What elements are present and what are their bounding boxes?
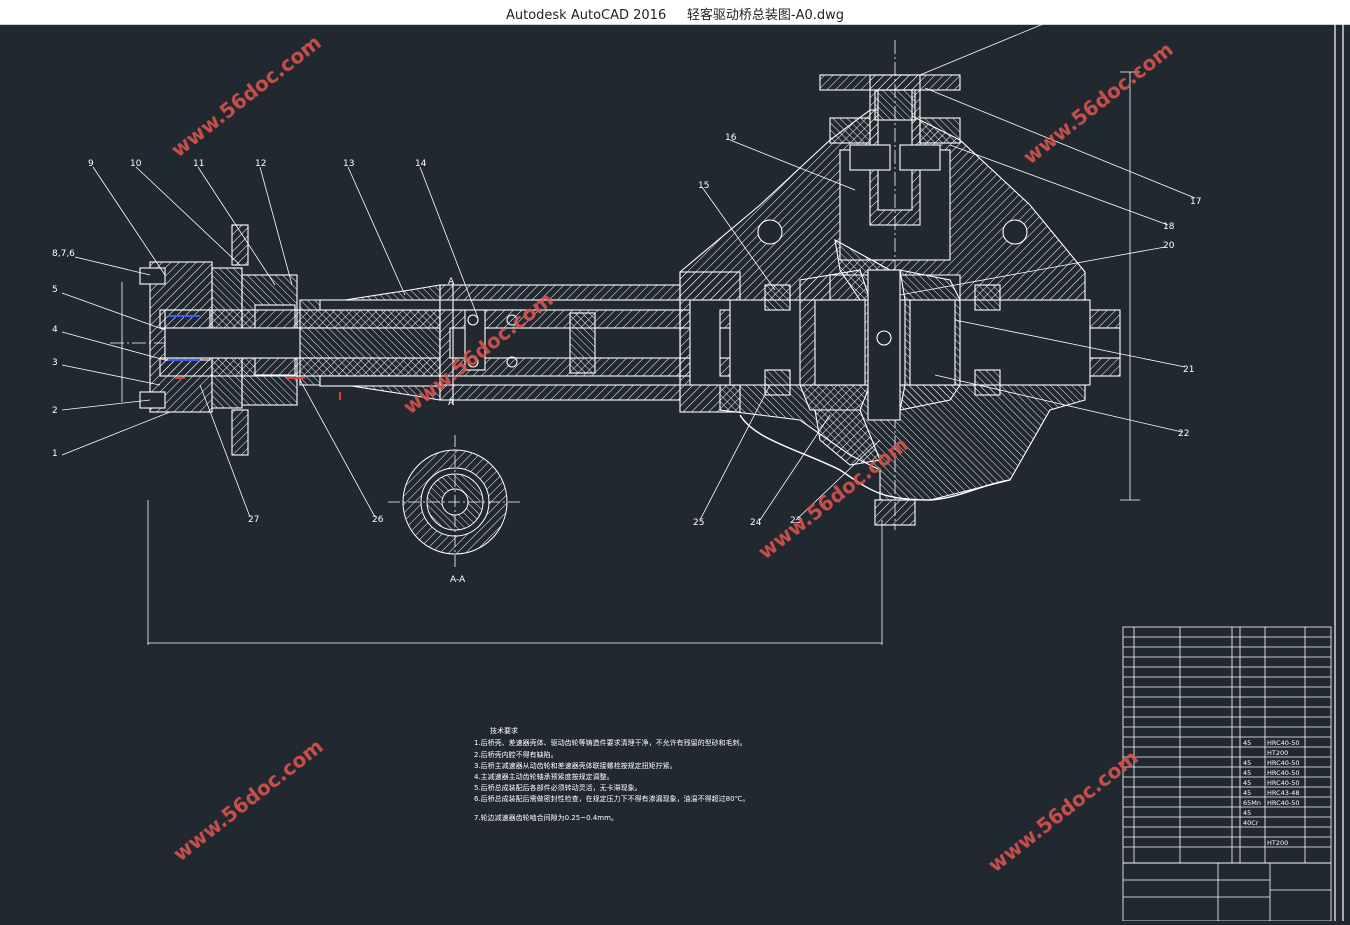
watermarks: www.56doc.com www.56doc.com www.56doc.co…: [166, 30, 1177, 877]
bom-rows: [1123, 636, 1331, 848]
balloon-label: 4: [52, 325, 58, 335]
drawing-canvas[interactable]: 8,7,6 5 4 3 2 1 9 10 11 12 13 14 15 16 1…: [0, 21, 1350, 922]
accent-marks: [168, 315, 341, 400]
bom-material: HRC40-50: [1267, 759, 1300, 767]
bom-mat-short: 45: [1243, 759, 1251, 767]
tech-req-line: 6.后桥总成装配后需做密封性检查，在规定压力下不得有渗漏现象，油温不得超过80℃…: [474, 794, 749, 803]
bom-mat-short: 45: [1243, 809, 1251, 817]
balloon-label: 27: [248, 515, 259, 525]
balloon-label: 15: [698, 181, 709, 191]
app-title: Autodesk AutoCAD 2016: [505, 8, 667, 23]
bearing-right-bottom: [974, 369, 1001, 396]
tech-req-line: 1.后桥壳、差速器壳体、驱动齿轮等铸造件要求清理干净，不允许有残留的型砂和毛刺。: [474, 738, 747, 747]
bearing-left-bottom: [764, 369, 791, 396]
balloon-label: 23: [790, 516, 801, 526]
bom-material: HT200: [1267, 839, 1288, 847]
watermark: www.56doc.com: [166, 30, 325, 162]
balloon-label: 18: [1163, 222, 1175, 232]
bom-material: HT200: [1267, 749, 1288, 757]
bom-mat-short: 45: [1243, 769, 1251, 777]
pinion-flange: [819, 74, 961, 91]
tech-req-line: 2.后桥壳内腔不得有缺陷。: [474, 750, 558, 759]
bom-material: HRC40-50: [1267, 779, 1300, 787]
leader-lines: [61, 21, 1196, 521]
balloon-label: 21: [1183, 365, 1194, 375]
bom-mat-short: 45: [1243, 779, 1251, 787]
window-titlebar: Autodesk AutoCAD 2016 轻客驱动桥总装图-A0.dwg: [0, 0, 1350, 25]
balloon-label: 13: [343, 159, 354, 169]
balloon-label: 10: [130, 159, 142, 169]
balloon-label: 11: [193, 159, 204, 169]
bom-text: HRC40-50 HT200 HRC40-50 HRC40-50 HRC40-5…: [1243, 739, 1300, 847]
bom-material: HRC43-48: [1267, 789, 1300, 797]
bearing-left-top: [764, 284, 791, 311]
drawing-frame: [1334, 24, 1344, 921]
drawing-svg[interactable]: 8,7,6 5 4 3 2 1 9 10 11 12 13 14 15 16 1…: [0, 21, 1350, 922]
balloon-labels: 8,7,6 5 4 3 2 1 9 10 11 12 13 14 15 16 1…: [52, 133, 1201, 585]
bom-mat-short: 45: [1243, 789, 1251, 797]
section-mark-top: A: [448, 277, 455, 287]
bom-material: HRC40-50: [1267, 739, 1300, 747]
bolt-bottom: [139, 391, 166, 409]
section-view: [388, 435, 522, 570]
bom-table: [1122, 626, 1332, 922]
balloon-label: 12: [255, 159, 266, 169]
bom-mat-short: 40Cr: [1243, 819, 1259, 827]
bom-material: HRC40-50: [1267, 799, 1300, 807]
section-view-label: A-A: [450, 575, 466, 585]
tech-req-title: 技术要求: [490, 726, 518, 735]
bom-material: HRC40-50: [1267, 769, 1300, 777]
balloon-label: 20: [1163, 241, 1175, 251]
cross-pin: [876, 330, 892, 346]
flange-bottom: [231, 409, 249, 456]
window-title: Autodesk AutoCAD 2016 轻客驱动桥总装图-A0.dwg: [0, 4, 1350, 23]
tech-req-line: 3.后桥主减速器从动齿轮和差速器壳体联接螺栓按规定扭矩拧紧。: [474, 761, 677, 770]
oil-pan: [739, 414, 1011, 501]
balloon-label: 24: [750, 518, 762, 528]
tech-req-line: 5.后桥总成装配后各部件必须转动灵活，无卡滞现象。: [474, 783, 642, 792]
balloon-label: 16: [725, 133, 737, 143]
balloon-label: 17: [1190, 197, 1201, 207]
axle-assembly: [110, 224, 1121, 456]
balloon-label: 8,7,6: [52, 249, 75, 259]
bom-mat-short: 45: [1243, 739, 1251, 747]
differential-housing: [679, 40, 1091, 530]
bom-mat-short: 65Mn: [1243, 799, 1261, 807]
balloon-label: 25: [693, 518, 704, 528]
balloon-label: 14: [415, 159, 427, 169]
tech-req-line: 7.轮边减速器齿轮啮合间隙为0.25~0.4mm。: [474, 813, 618, 822]
watermark: www.56doc.com: [168, 734, 327, 866]
watermark: www.56doc.com: [983, 745, 1142, 877]
balloon-label: 2: [52, 406, 58, 416]
bearing-right-top: [974, 284, 1001, 311]
tech-req-line: 4.主减速器主动齿轮轴承预紧度按规定调整。: [474, 772, 614, 781]
balloon-label: 5: [52, 285, 58, 295]
watermark: www.56doc.com: [1018, 37, 1177, 169]
balloon-label: 22: [1178, 429, 1189, 439]
balloon-label: 26: [372, 515, 384, 525]
balloon-label: 9: [88, 159, 94, 169]
tech-requirements: 技术要求 1.后桥壳、差速器壳体、驱动齿轮等铸造件要求清理干净，不允许有残留的型…: [474, 726, 749, 822]
section-mark-bottom: A: [448, 398, 455, 408]
bolt-top: [139, 267, 166, 285]
tube-weld: [569, 312, 596, 374]
balloon-label: 3: [52, 358, 58, 368]
dimensions: [121, 71, 1140, 645]
file-title: 轻客驱动桥总装图-A0.dwg: [686, 8, 845, 23]
balloon-label: 1: [52, 449, 58, 459]
